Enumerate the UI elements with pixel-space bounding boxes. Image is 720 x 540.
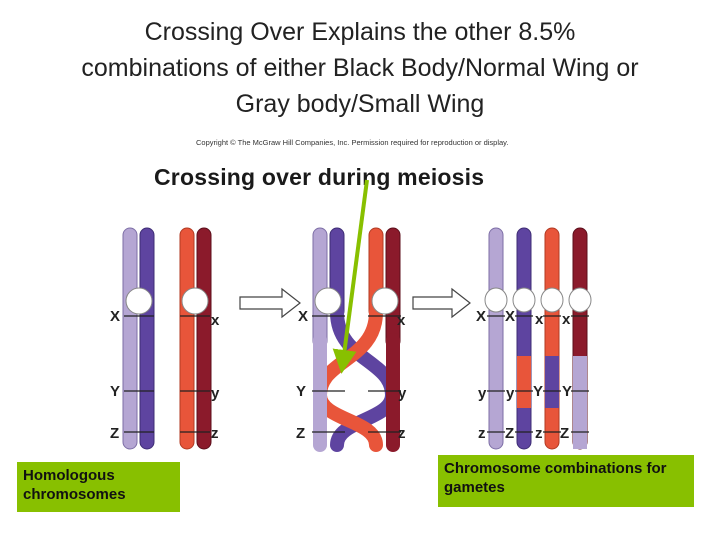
gene-label: x: [397, 312, 406, 329]
left-chromosome-pair: X x Y y Z z: [110, 227, 220, 450]
swapped-segment: [545, 356, 559, 408]
gamete-chromatid: [516, 227, 532, 450]
gene-label: Z: [296, 425, 305, 442]
callout-homologous-chromosomes: Homologous chromosomes: [17, 462, 180, 512]
gene-label: X: [505, 308, 515, 325]
gene-label: x: [535, 311, 544, 328]
gene-label: Y: [110, 383, 120, 400]
chromatid-orange: [179, 227, 195, 450]
gene-label: Z: [505, 425, 514, 442]
centromere: [540, 287, 564, 313]
gene-label: z: [398, 425, 406, 442]
gene-label: y: [398, 385, 407, 402]
right-arrow-icon: [239, 287, 301, 319]
centromere: [314, 287, 342, 315]
gene-label: Y: [562, 383, 572, 400]
copyright-notice: Copyright © The McGraw Hill Companies, I…: [196, 138, 509, 147]
gene-label: X: [298, 308, 308, 325]
title-line-1: Crossing Over Explains the other 8.5%: [144, 18, 576, 46]
gamete-chromatid: [488, 227, 504, 450]
gene-label: X: [476, 308, 486, 325]
gene-label: x: [211, 312, 220, 329]
pointer-arrow: [332, 179, 369, 374]
centromere: [181, 287, 209, 315]
centromere: [484, 287, 508, 313]
gene-label: z: [535, 425, 543, 442]
centromere: [568, 287, 592, 313]
crossing-over-pair: X x Y y Z z: [296, 227, 407, 452]
gene-label: Z: [560, 425, 569, 442]
gene-label: y: [506, 385, 515, 402]
gene-label: y: [211, 385, 220, 402]
gene-label: z: [211, 425, 219, 442]
chromatid-purple: [139, 227, 155, 450]
callout-gamete-combinations: Chromosome combinations for gametes: [438, 455, 694, 507]
swapped-segment: [573, 356, 587, 449]
gene-label: y: [478, 385, 487, 402]
diagram-heading: Crossing over during meiosis: [154, 164, 485, 190]
slide-title: Crossing Over Explains the other 8.5% co…: [20, 14, 700, 122]
gene-label: Z: [110, 425, 119, 442]
chromatid-dark-red: [196, 227, 212, 450]
centromere: [125, 287, 153, 315]
right-arrow-icon: [412, 287, 471, 319]
gamete-chromosomes: X X x x y y Y Y z Z z Z: [476, 227, 592, 450]
swapped-segment: [517, 356, 531, 408]
gene-label: x: [562, 311, 571, 328]
centromere: [371, 287, 399, 315]
title-line-2: combinations of either Black Body/Normal…: [81, 54, 639, 82]
gene-label: X: [110, 308, 120, 325]
chromatid-lavender: [122, 227, 138, 450]
gene-label: z: [478, 425, 486, 442]
gamete-chromatid: [544, 227, 560, 450]
gene-label: Y: [296, 383, 306, 400]
centromere: [512, 287, 536, 313]
title-line-3: Gray body/Small Wing: [235, 90, 485, 118]
gene-label: Y: [533, 383, 543, 400]
